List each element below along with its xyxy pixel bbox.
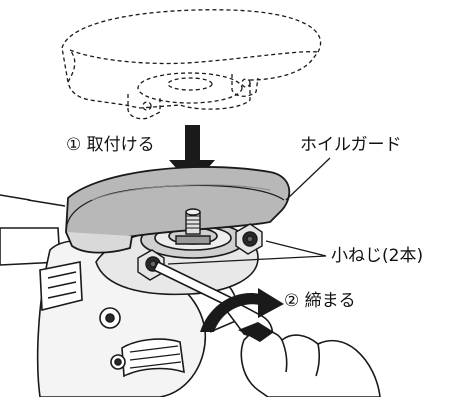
leader-wheel-guard bbox=[285, 157, 331, 201]
step1-attach-label: ① 取付ける bbox=[66, 135, 155, 155]
hand bbox=[240, 329, 381, 397]
leader-screw-left bbox=[167, 255, 327, 265]
spindle bbox=[175, 208, 211, 245]
guard-before-mounting-outline bbox=[61, 9, 322, 120]
clockwise-arrow-icon bbox=[200, 288, 284, 342]
screw-right bbox=[235, 223, 263, 255]
leader-screw-right bbox=[265, 240, 327, 257]
wheel-guard bbox=[65, 166, 291, 254]
small-screws-label: 小ねじ(2本) bbox=[331, 246, 424, 266]
step2-tighten-label: ② 締まる bbox=[284, 291, 356, 311]
leader-lines bbox=[167, 157, 331, 265]
grinder-body bbox=[0, 194, 239, 397]
wheel-guard-label: ホイルガード bbox=[300, 135, 402, 155]
